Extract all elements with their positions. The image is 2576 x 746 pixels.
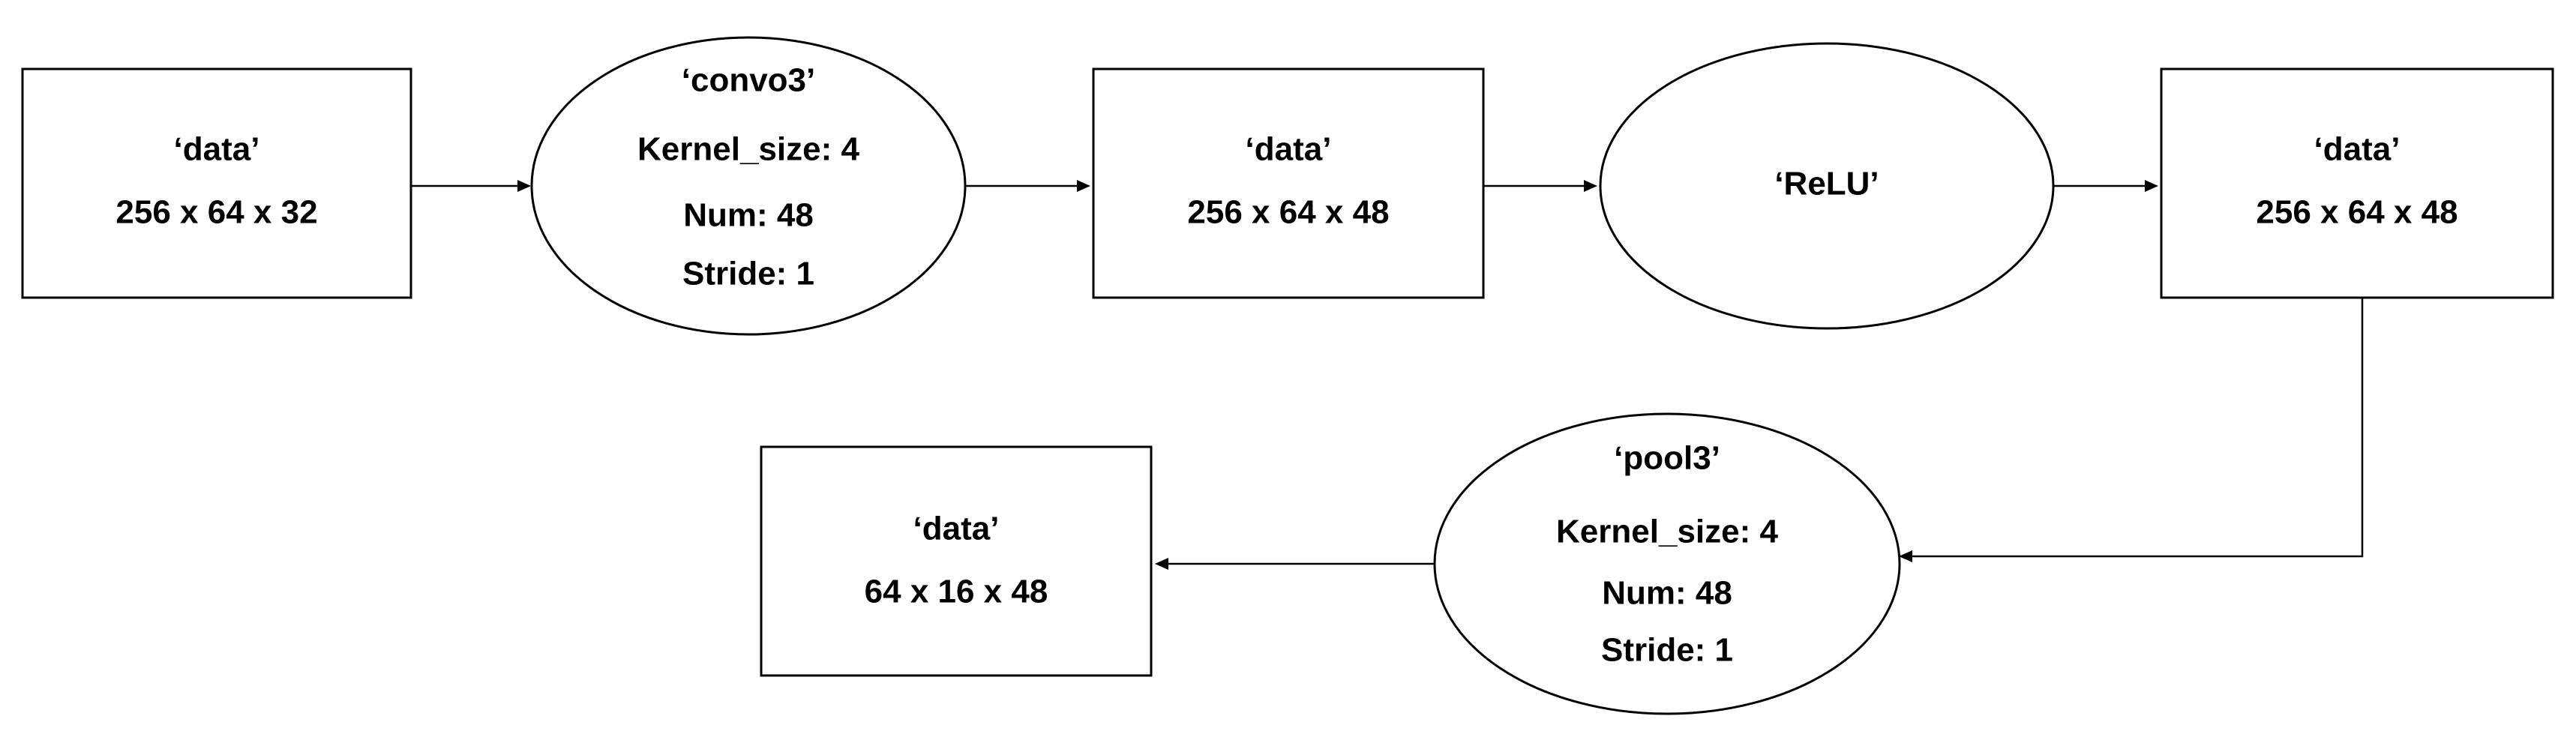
node-pool3: ‘pool3’ Kernel_size: 4 Num: 48 Stride: 1 — [1433, 412, 1901, 715]
node-data-conv-out-box — [1092, 67, 1485, 299]
node-data-relu-out-box — [2160, 67, 2554, 299]
node-data-output: ‘data’ 64 x 16 x 48 — [760, 445, 1153, 677]
edge-data-relu-out-to-pool3 — [1899, 298, 2364, 562]
node-data-conv-out-title: ‘data’ — [1246, 131, 1332, 168]
node-data-input-dims: 256 x 64 x 32 — [115, 194, 317, 231]
node-data-relu-out-dims: 256 x 64 x 48 — [2256, 194, 2458, 231]
node-pool3-title: ‘pool3’ — [1614, 440, 1720, 477]
node-data-input-box — [21, 67, 412, 299]
node-data-output-box — [760, 445, 1153, 677]
edge-convo3-to-data-conv-out — [965, 180, 1090, 192]
node-convo3-stride: Stride: 1 — [682, 256, 814, 292]
node-convo3-ellipse — [530, 36, 967, 336]
node-data-relu-out: ‘data’ 256 x 64 x 48 — [2160, 67, 2554, 299]
node-pool3-ellipse — [1433, 412, 1901, 715]
node-data-conv-out: ‘data’ 256 x 64 x 48 — [1092, 67, 1485, 299]
node-data-input: ‘data’ 256 x 64 x 32 — [21, 67, 412, 299]
node-pool3-kernel-size: Kernel_size: 4 — [1556, 514, 1778, 550]
node-data-output-dims: 64 x 16 x 48 — [865, 574, 1048, 610]
node-convo3-title: ‘convo3’ — [682, 62, 816, 99]
node-data-input-title: ‘data’ — [174, 131, 260, 168]
edges — [411, 180, 2364, 570]
node-relu: ‘ReLU’ — [1599, 42, 2055, 330]
edge-pool3-to-data-output — [1155, 558, 1435, 570]
node-convo3: ‘convo3’ Kernel_size: 4 Num: 48 Stride: … — [530, 36, 967, 336]
node-convo3-kernel-size: Kernel_size: 4 — [637, 131, 859, 168]
node-data-conv-out-dims: 256 x 64 x 48 — [1187, 194, 1389, 231]
node-pool3-stride: Stride: 1 — [1601, 632, 1733, 669]
node-pool3-num: Num: 48 — [1602, 575, 1732, 612]
node-data-output-title: ‘data’ — [913, 511, 1000, 547]
edge-data-conv-out-to-relu — [1483, 180, 1597, 192]
node-data-relu-out-title: ‘data’ — [2314, 131, 2401, 168]
node-relu-ellipse — [1599, 42, 2055, 330]
node-relu-title: ‘ReLU’ — [1774, 166, 1879, 202]
node-convo3-num: Num: 48 — [683, 197, 814, 234]
edge-data-input-to-convo3 — [411, 180, 531, 192]
edge-relu-to-data-relu-out — [2053, 180, 2158, 192]
